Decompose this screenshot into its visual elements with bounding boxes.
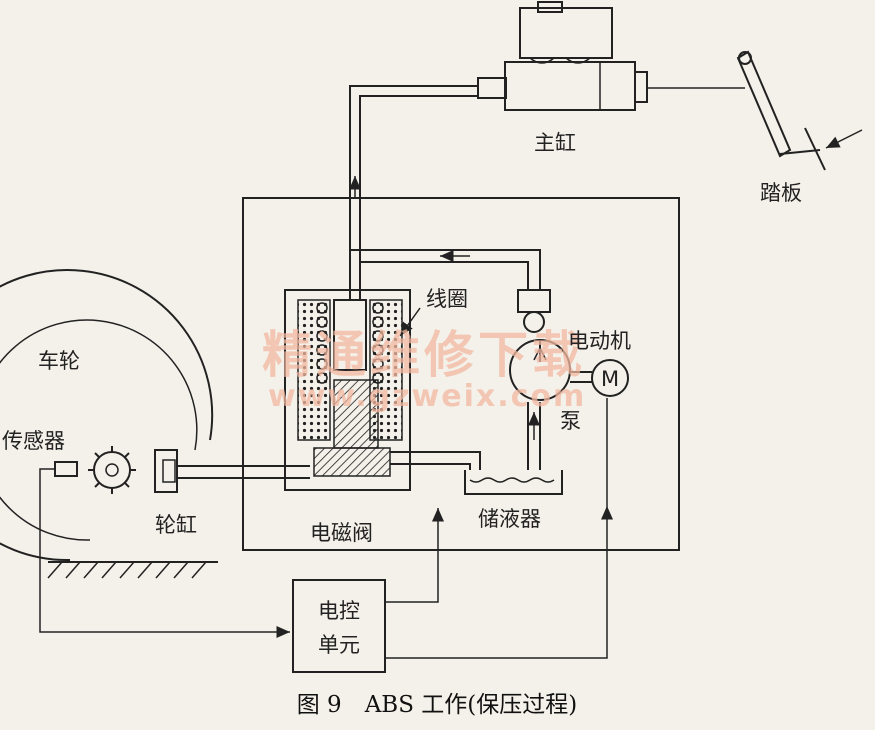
- watermark-title: 精通维修下载: [262, 326, 586, 384]
- reservoir: [464, 470, 563, 495]
- solenoid-valve: [284, 289, 421, 491]
- label-coil: 线圈: [426, 287, 468, 311]
- wheel-cylinder: [154, 449, 178, 493]
- label-pump: 泵: [560, 409, 581, 433]
- label-wheel-cylinder: 轮缸: [155, 513, 197, 537]
- label-pedal: 踏板: [760, 181, 802, 205]
- abs-housing: [242, 197, 680, 551]
- motor: [570, 359, 629, 397]
- label-reservoir: 储液器: [478, 507, 541, 531]
- brake-lines: [176, 85, 541, 479]
- brake-pedal: [736, 50, 863, 171]
- watermark-url: www.gzweix.com: [268, 379, 586, 414]
- wheel: [0, 269, 218, 579]
- ecu-and-wires: [39, 398, 613, 673]
- figure-caption: 图 9 ABS 工作(保压过程): [297, 692, 577, 718]
- ecu-box: [292, 579, 386, 673]
- label-master-cylinder: 主缸: [534, 131, 576, 155]
- label-ecu-line2: 单元: [318, 633, 360, 657]
- label-motor: 电动机: [568, 329, 631, 353]
- label-solenoid-valve: 电磁阀: [310, 521, 373, 545]
- label-ecu-line1: 电控: [318, 599, 360, 623]
- tone-wheel-icon: [88, 446, 136, 494]
- label-sensor: 传感器: [2, 429, 65, 453]
- motor-symbol: M: [601, 367, 619, 391]
- pump: [509, 289, 571, 401]
- wheel-speed-sensor: [54, 461, 78, 477]
- label-wheel: 车轮: [38, 349, 80, 373]
- master-cylinder: [477, 1, 745, 111]
